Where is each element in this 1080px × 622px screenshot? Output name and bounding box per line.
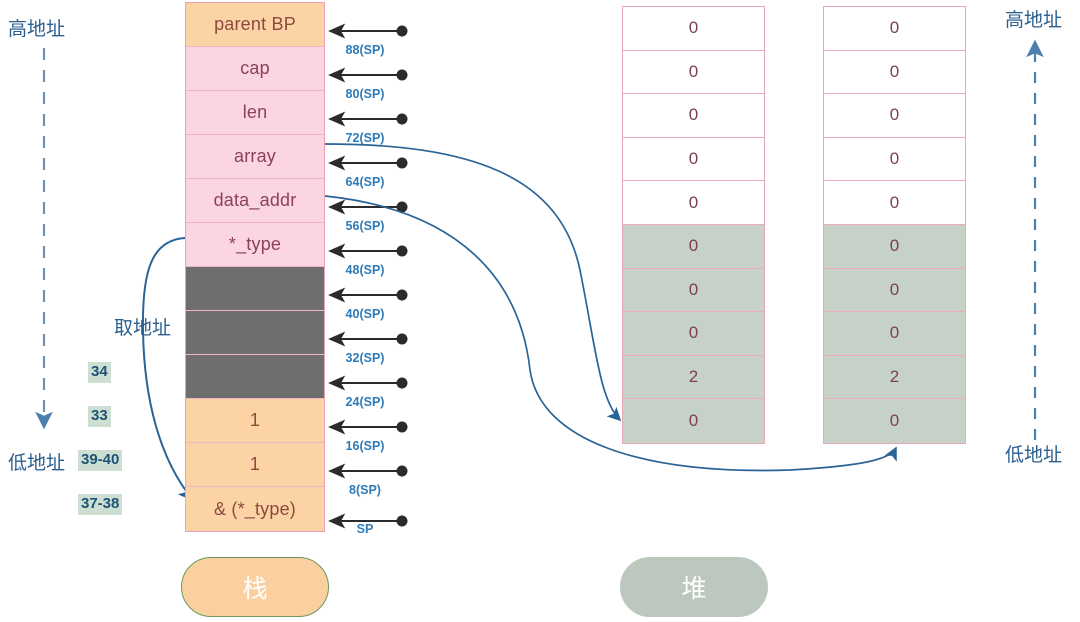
sp-offset-label: SP [356,522,374,536]
sp-offset-label: 64(SP) [345,175,385,189]
high-address-label-left: 高地址 [8,19,66,40]
low-address-label-left: 低地址 [8,453,66,474]
sp-offset-label: 16(SP) [345,439,385,453]
heap-cell: 2 [824,355,965,400]
sp-offset-label: 48(SP) [345,263,385,277]
take-address-label: 取地址 [114,318,172,339]
heap-cell: 0 [623,224,764,269]
sp-offset-label: 72(SP) [345,131,385,145]
line-number-badge: 37-38 [78,494,123,515]
stack-cell: parent BP [186,3,324,47]
line-number-badge: 33 [88,406,111,427]
stack-cell: len [186,91,324,135]
stack-cell: data_addr [186,179,324,223]
heap-cell: 0 [623,312,764,356]
stack-cell: *_type [186,223,324,267]
stack-cell: 1 [186,399,324,443]
heap-cell: 2 [623,355,764,400]
sp-offset-label: 40(SP) [345,307,385,321]
stack-cell [186,355,324,399]
high-address-label-right: 高地址 [1005,10,1063,31]
heap-cell: 0 [623,94,764,138]
heap-cell: 0 [824,268,965,313]
stack-cell: array [186,135,324,179]
heap-cell: 0 [623,181,764,225]
heap-cell: 0 [824,399,965,443]
heap-cell: 0 [824,50,965,95]
heap-cell: 0 [623,7,764,51]
sp-offset-label: 56(SP) [345,219,385,233]
heap-cell: 0 [623,50,764,95]
heap-cell: 0 [824,312,965,356]
dataaddr-to-heap2-arrow [324,195,897,472]
line-number-badge: 34 [88,362,111,383]
heap-cell: 0 [623,268,764,313]
heap-cell: 0 [623,399,764,443]
sp-offset-label: 32(SP) [345,351,385,365]
sp-offset-label: 80(SP) [345,87,385,101]
heap-cell: 0 [623,137,764,182]
line-number-badge: 39-40 [78,450,123,471]
heap-cell: 0 [824,224,965,269]
legend-heap-pill: 堆 [620,557,768,617]
stack-cell: cap [186,47,324,91]
sp-offset-label: 8(SP) [349,483,381,497]
low-address-label-right: 低地址 [1005,445,1063,466]
heap-cell: 0 [824,181,965,225]
heap-cell: 0 [824,94,965,138]
stack-cell [186,267,324,311]
legend-stack-pill: 栈 [181,557,329,617]
stack-cell: 1 [186,443,324,487]
sp-offset-label: 24(SP) [345,395,385,409]
stack-cell: & (*_type) [186,487,324,531]
heap-cell: 0 [824,7,965,51]
sp-offset-label: 88(SP) [345,43,385,57]
heap-cell: 0 [824,137,965,182]
stack-cell [186,311,324,355]
